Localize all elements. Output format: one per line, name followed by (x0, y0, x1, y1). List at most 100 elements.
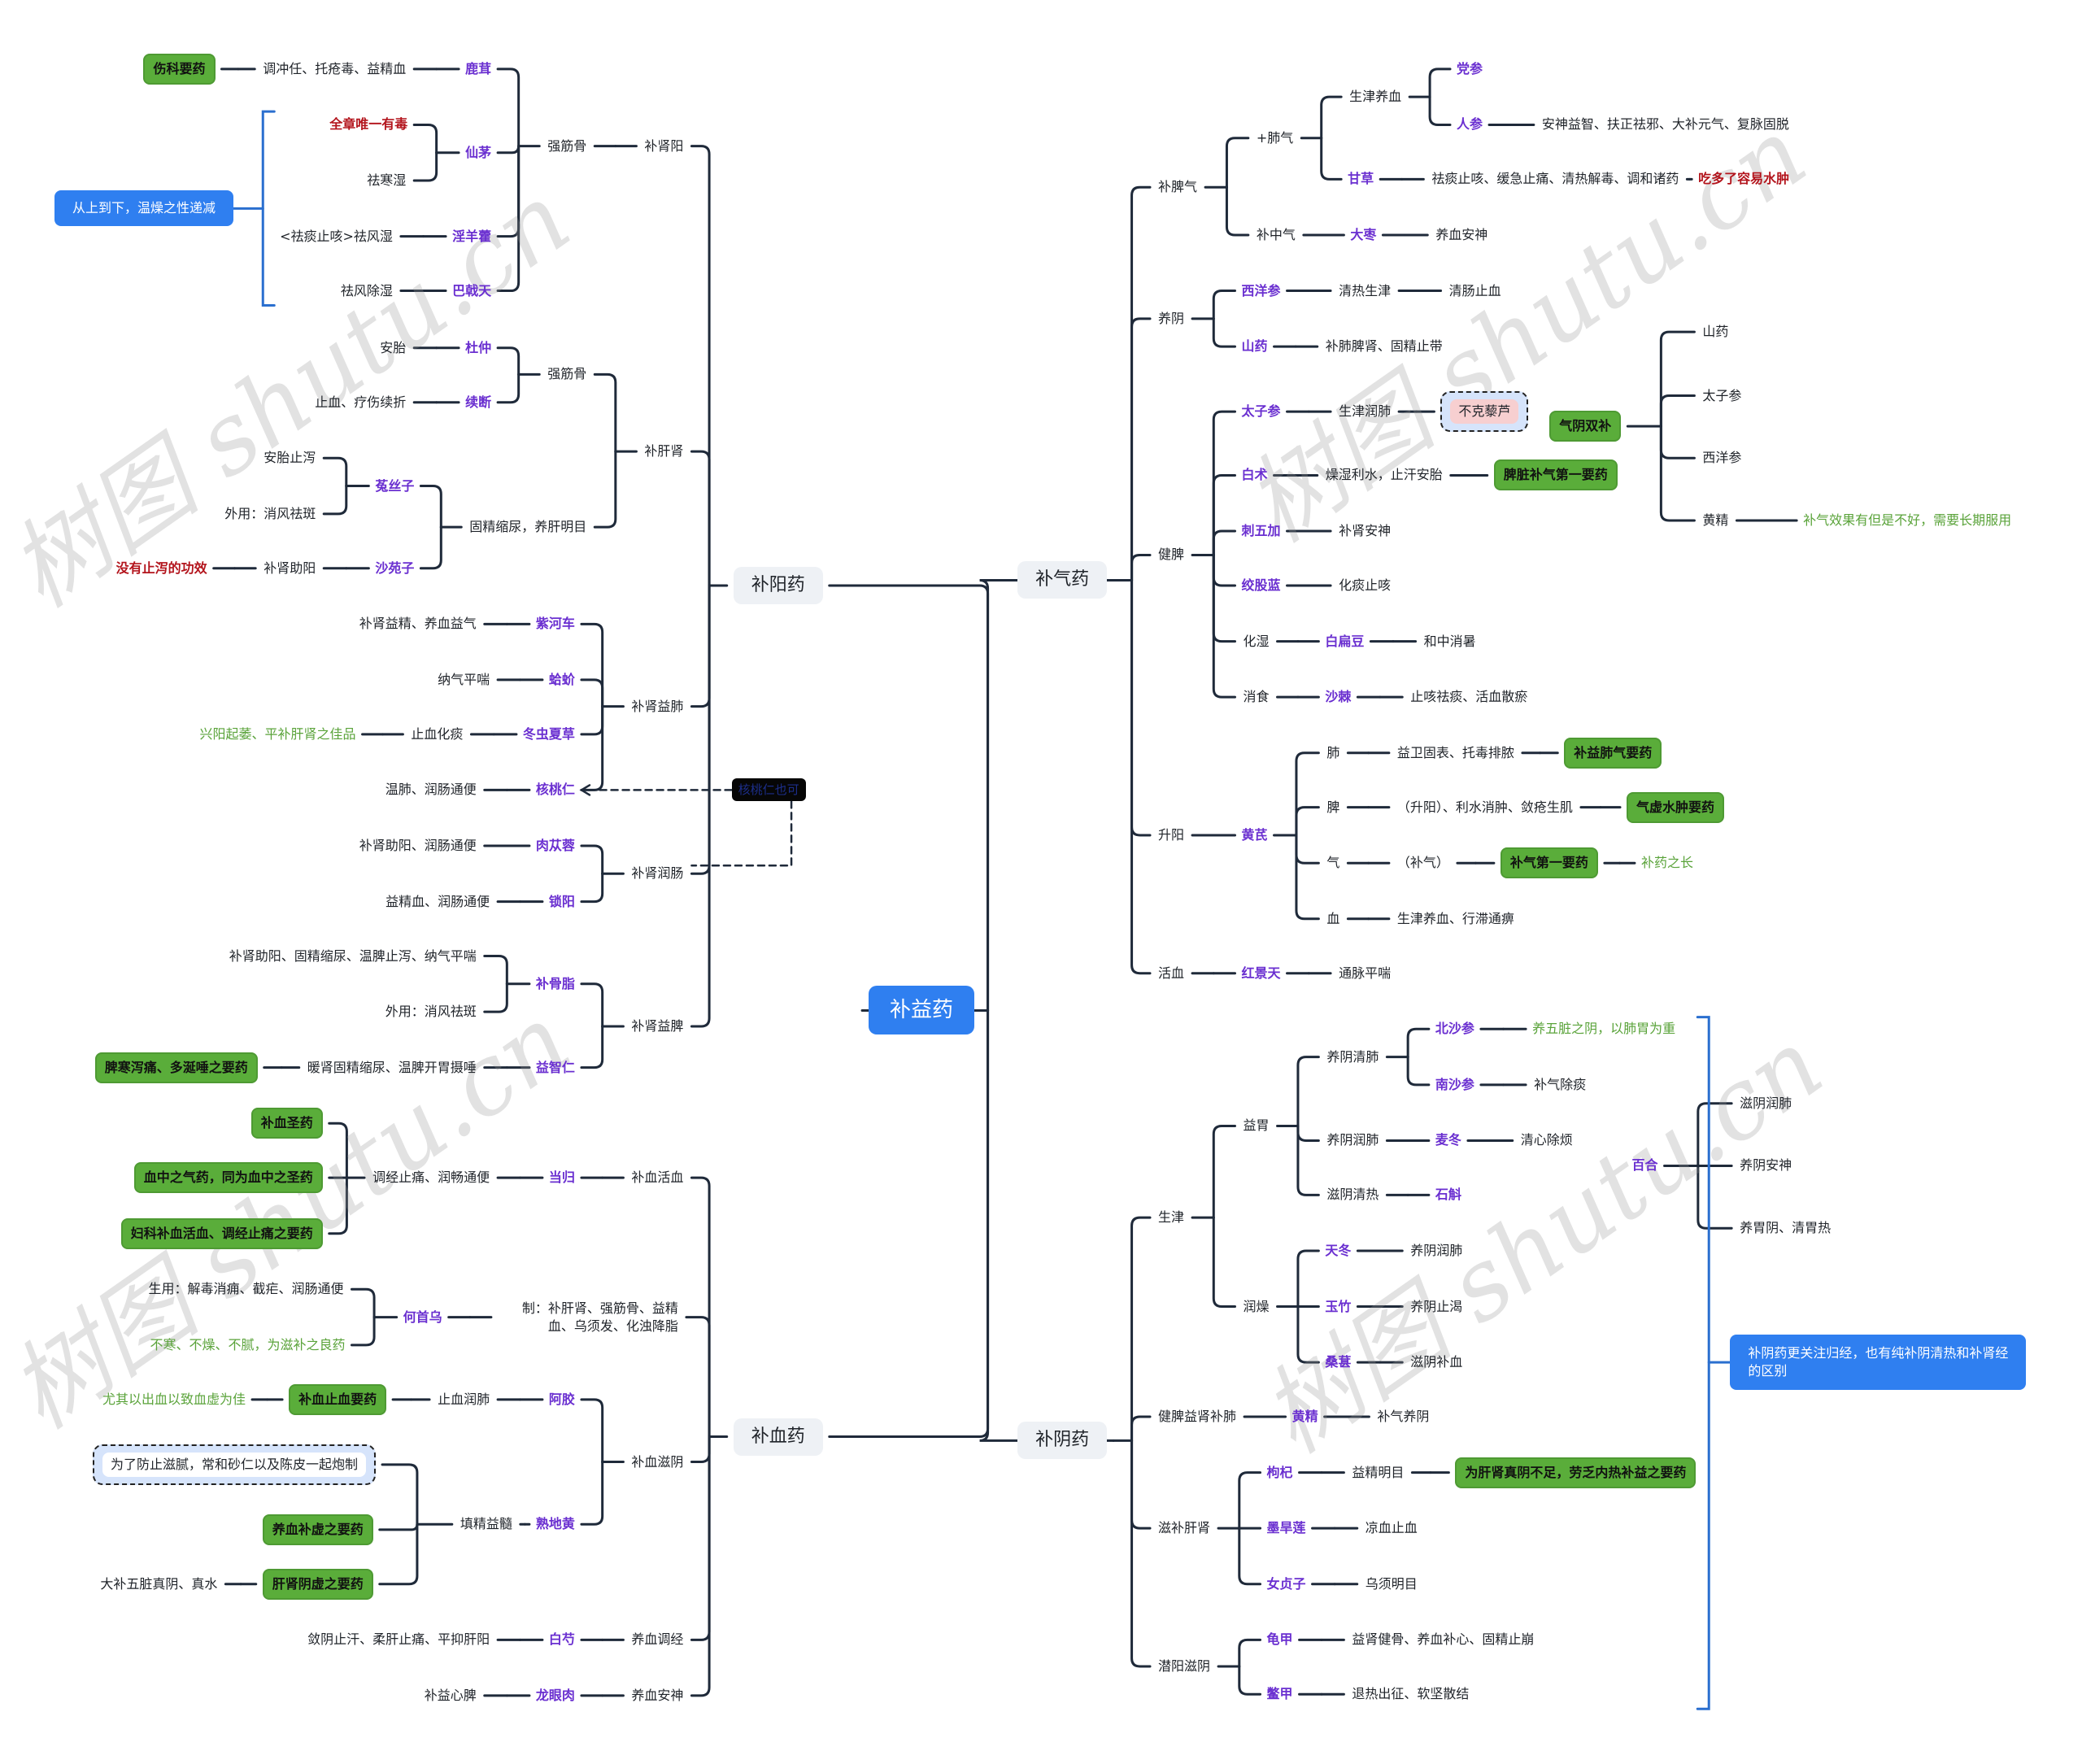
herb-node[interactable]: 北沙参 (1435, 1021, 1474, 1037)
topic-node[interactable]: 和中消暑 (1423, 633, 1476, 649)
topic-node[interactable]: 养血安神 (631, 1687, 684, 1703)
key-point-badge[interactable]: 补气第一要药 (1500, 847, 1598, 879)
key-point-badge[interactable]: 补益肺气要药 (1564, 737, 1662, 769)
topic-node[interactable]: 补肾阳 (644, 137, 684, 154)
herb-node[interactable]: 菟丝子 (375, 477, 415, 494)
topic-node[interactable]: 气 (1326, 855, 1340, 871)
herb-node[interactable]: 天冬 (1325, 1242, 1352, 1258)
key-point-badge[interactable]: 补血止血要药 (289, 1383, 387, 1415)
topic-node[interactable]: 清热生津 (1339, 282, 1392, 298)
topic-node[interactable]: 大补五脏真阴、真水 (100, 1575, 218, 1592)
topic-node[interactable]: 养血调经 (631, 1631, 684, 1648)
topic-node[interactable]: 止血化痰 (411, 725, 464, 742)
herb-node[interactable]: 补骨脂 (535, 975, 575, 991)
key-point-badge[interactable]: 血中之气药，同为血中之圣药 (133, 1162, 323, 1194)
topic-node[interactable]: 补气除痰 (1534, 1076, 1587, 1092)
topic-node[interactable]: 补肾安神 (1339, 523, 1392, 539)
topic-node[interactable]: 养阴清肺 (1326, 1048, 1379, 1065)
topic-node[interactable]: 润燥 (1243, 1298, 1270, 1314)
herb-node[interactable]: 大枣 (1350, 226, 1377, 242)
herb-node[interactable]: 熟地黄 (535, 1516, 575, 1532)
main-branch-yang[interactable]: 补阳药 (733, 567, 823, 604)
topic-node[interactable]: 安胎 (380, 339, 407, 355)
herb-node[interactable]: 龙眼肉 (535, 1687, 575, 1703)
herb-node[interactable]: 何首乌 (403, 1309, 442, 1325)
topic-node[interactable]: 燥湿利水，止汗安胎 (1325, 467, 1443, 483)
topic-node[interactable]: 填精益髓 (460, 1516, 512, 1532)
topic-node[interactable]: +肺气 (1256, 129, 1294, 146)
topic-node[interactable]: 暖肾固精缩尿、温脾开胃摄唾 (307, 1059, 477, 1075)
callout-note[interactable]: 从上到下，温燥之性递减 (54, 190, 233, 227)
floating-tag[interactable]: 核桃仁也可 (731, 778, 806, 802)
topic-node[interactable]: 制：补肝肾、强筋骨、益精血、乌须发、化浊降脂 (521, 1300, 678, 1334)
topic-node[interactable]: 止血、疗伤续折 (315, 394, 407, 410)
topic-node[interactable]: 补血滋阴 (631, 1453, 684, 1470)
herb-node[interactable]: 石斛 (1435, 1187, 1461, 1203)
topic-node[interactable]: 补肾润肠 (631, 865, 684, 882)
herb-node[interactable]: 沙棘 (1325, 689, 1352, 705)
herb-node[interactable]: 黄芪 (1241, 826, 1268, 843)
herb-node[interactable]: 淫羊藿 (452, 228, 492, 244)
topic-node[interactable]: 补肾益脾 (631, 1018, 684, 1034)
herb-node[interactable]: 白术 (1241, 467, 1268, 483)
key-point-badge[interactable]: 伤科要药 (143, 53, 216, 85)
herb-node[interactable]: 绞股蓝 (1241, 577, 1281, 593)
topic-node[interactable]: （补气） (1396, 855, 1449, 871)
key-point-badge[interactable]: 肝肾阴虚之要药 (262, 1568, 373, 1600)
topic-node[interactable]: 乌须明目 (1365, 1575, 1418, 1592)
topic-node[interactable]: 化痰止咳 (1339, 577, 1392, 593)
topic-node[interactable]: 敛阴止汗、柔肝止痛、平抑肝阳 (307, 1631, 490, 1648)
topic-node[interactable]: 养阴安神 (1740, 1157, 1792, 1174)
dashed-callout[interactable]: 为了防止滋腻，常和砂仁以及陈皮一起炮制 (93, 1444, 377, 1485)
topic-node[interactable]: 调经止痛、润畅通便 (372, 1169, 490, 1186)
herb-node[interactable]: 黄精 (1291, 1409, 1318, 1425)
herb-node[interactable]: 山药 (1241, 338, 1268, 355)
herb-node[interactable]: 女贞子 (1266, 1575, 1306, 1592)
herb-node[interactable]: 红景天 (1241, 965, 1281, 981)
topic-node[interactable]: 养阴润肺 (1410, 1242, 1463, 1258)
warning-label[interactable]: 全章唯一有毒 (329, 116, 408, 133)
topic-node[interactable]: 生津养血 (1349, 89, 1402, 105)
topic-node[interactable]: 化湿 (1243, 633, 1270, 649)
topic-node[interactable]: 外用：消风祛斑 (224, 505, 316, 521)
topic-node[interactable]: 益精明目 (1352, 1464, 1405, 1480)
topic-node[interactable]: 健脾 (1158, 547, 1185, 563)
key-point-badge[interactable]: 妇科补血活血、调经止痛之要药 (120, 1217, 323, 1249)
key-point-badge[interactable]: 脾脏补气第一要药 (1493, 460, 1618, 491)
topic-node[interactable]: 脾 (1326, 799, 1340, 815)
herb-node[interactable]: 白扁豆 (1325, 633, 1365, 649)
key-point-badge[interactable]: 补血圣药 (250, 1108, 323, 1139)
topic-node[interactable]: <祛痰止咳>祛风湿 (280, 228, 393, 244)
topic-node[interactable]: 升阳 (1158, 826, 1185, 843)
herb-node[interactable]: 白芍 (548, 1631, 575, 1648)
herb-node[interactable]: 太子参 (1241, 403, 1281, 420)
herb-node[interactable]: 枸杞 (1266, 1464, 1293, 1480)
topic-node[interactable]: 强筋骨 (547, 137, 587, 154)
key-point-badge[interactable]: 气阴双补 (1549, 411, 1622, 442)
topic-node[interactable]: 潜阳滋阴 (1158, 1657, 1211, 1674)
topic-node[interactable]: （升阳）、利水消肿、敛疮生肌 (1396, 799, 1573, 815)
topic-node[interactable]: 止咳祛痰、活血散瘀 (1410, 689, 1528, 705)
herb-node[interactable]: 紫河车 (535, 616, 575, 632)
topic-node[interactable]: 补血活血 (631, 1169, 684, 1186)
main-branch-qi[interactable]: 补气药 (1017, 561, 1108, 599)
topic-node[interactable]: 生津养血、行滞通痹 (1396, 910, 1514, 926)
topic-node[interactable]: 补肾助阳、润肠通便 (359, 838, 477, 853)
main-branch-yin[interactable]: 补阴药 (1017, 1422, 1108, 1460)
topic-node[interactable]: 太子参 (1702, 387, 1742, 403)
topic-node[interactable]: 祛风除湿 (340, 282, 393, 298)
herb-node[interactable]: 沙苑子 (375, 560, 415, 576)
herb-node[interactable]: 冬虫夏草 (522, 725, 575, 742)
topic-node[interactable]: 活血 (1158, 965, 1185, 981)
topic-node[interactable]: 补肾益肺 (631, 698, 684, 714)
herb-node[interactable]: 玉竹 (1325, 1298, 1352, 1314)
herb-node[interactable]: 鳖甲 (1266, 1686, 1293, 1702)
herb-node[interactable]: 墨旱莲 (1266, 1520, 1306, 1536)
main-branch-xue[interactable]: 补血药 (733, 1418, 823, 1456)
note-label[interactable]: 补药之长 (1640, 855, 1693, 871)
herb-node[interactable]: 续断 (465, 394, 492, 410)
topic-node[interactable]: 强筋骨 (547, 366, 587, 382)
topic-node[interactable]: 祛寒湿 (367, 172, 407, 189)
key-point-badge[interactable]: 脾寒泻痛、多涎唾之要药 (94, 1052, 258, 1083)
topic-node[interactable]: 补肝肾 (644, 443, 684, 460)
